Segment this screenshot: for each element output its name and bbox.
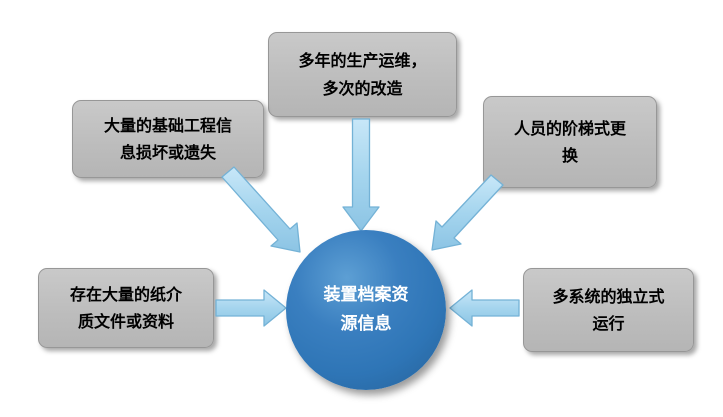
arrow-right-to-center: [449, 289, 520, 327]
node-text-line: 多年的生产运维，: [298, 51, 427, 71]
node-personnel-turnover: 人员的阶梯式更 换: [483, 96, 657, 188]
arrow-top-to-center: [342, 118, 380, 232]
node-text-line: 人员的阶梯式更: [513, 118, 626, 138]
node-text-line: 多系统的独立式: [552, 286, 665, 306]
node-engineering-info-lost: 大量的基础工程信 息损坏或遗失: [72, 100, 264, 178]
node-text-line: 大量的基础工程信: [103, 115, 232, 135]
center-text-line: 装置档案资: [323, 285, 409, 306]
node-paper-documents: 存在大量的纸介 质文件或资料: [38, 268, 214, 348]
node-text-line: 运行: [592, 314, 625, 333]
node-text-line: 多次的改造: [322, 78, 403, 98]
node-text-line: 质文件或资料: [77, 312, 174, 331]
arrow-upper-left-to-center: [221, 166, 301, 253]
node-text-line: 换: [561, 146, 578, 165]
center-node-archive-resource-info: 装置档案资 源信息: [286, 230, 446, 390]
center-text-line: 源信息: [340, 314, 392, 334]
node-text-line: 息损坏或遗失: [119, 143, 216, 162]
arrow-left-to-center: [215, 289, 287, 327]
arrow-upper-right-to-center: [431, 174, 504, 251]
node-text-line: 存在大量的纸介: [69, 284, 182, 304]
node-production-maintenance: 多年的生产运维， 多次的改造: [268, 32, 457, 117]
node-independent-systems: 多系统的独立式 运行: [523, 268, 694, 352]
